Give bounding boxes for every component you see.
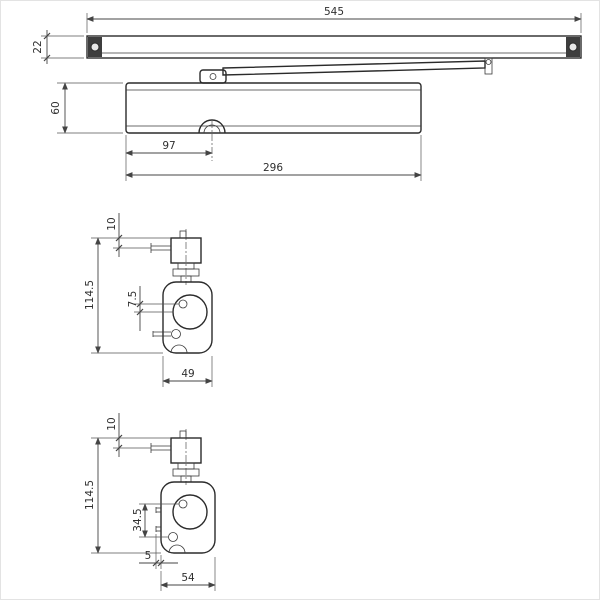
dim-body-length: 296 xyxy=(125,135,422,181)
pinion-boss xyxy=(198,119,226,134)
fixing-screw-circle xyxy=(171,329,181,339)
body-length-label: 296 xyxy=(263,162,283,174)
slide-rail xyxy=(86,35,582,59)
dim-mid-total-height: 114.5 xyxy=(84,237,163,354)
dim-mid-axis-offset: 7.5 xyxy=(127,286,179,331)
dim-bottom-body-width: 54 xyxy=(160,557,216,591)
arm-pivot-joint xyxy=(209,73,217,80)
bottom-view: 10 114.5 34.5 5 54 xyxy=(84,413,216,591)
mid-top-offset-label: 10 xyxy=(106,217,118,230)
bottom-total-height-label: 114.5 xyxy=(84,480,96,510)
arm-pivot-block xyxy=(199,69,227,84)
dim-mid-top-offset: 10 xyxy=(91,213,171,257)
dim-body-height: 60 xyxy=(50,82,123,134)
dim-rail-height: 22 xyxy=(32,30,84,64)
dim-bottom-top-offset: 10 xyxy=(91,413,171,457)
dim-bottom-axis-offset: 34.5 xyxy=(132,503,179,538)
closer-arm xyxy=(199,57,493,84)
valve-screw-circle xyxy=(178,299,188,309)
arm-slider-joint xyxy=(485,59,492,65)
bottom-axis-offset-label: 34.5 xyxy=(132,508,144,531)
spindle-circle xyxy=(172,494,208,530)
rail-screw-right xyxy=(568,42,578,52)
dim-bottom-total-height: 114.5 xyxy=(84,437,161,554)
bracket-stub xyxy=(179,430,187,439)
pinion-offset-label: 97 xyxy=(162,140,175,152)
rail-bracket-bottom xyxy=(150,429,202,485)
top-view: 545 22 60 97 296 xyxy=(32,6,582,181)
rail-length-label: 545 xyxy=(324,6,344,18)
bottom-boss xyxy=(170,344,188,354)
rail-height-label: 22 xyxy=(32,40,44,53)
closer-body-mid-view xyxy=(152,281,213,354)
mid-total-height-label: 114.5 xyxy=(84,280,96,310)
bottom-boss xyxy=(168,544,186,554)
middle-view: 10 114.5 7.5 49 xyxy=(84,213,213,387)
mid-axis-offset-label: 7.5 xyxy=(127,291,139,308)
dim-pinion-offset: 97 xyxy=(125,135,213,181)
bottom-pin-protrusion-label: 5 xyxy=(145,550,152,562)
dim-rail-length: 545 xyxy=(86,6,582,33)
body-height-label: 60 xyxy=(50,101,62,114)
valve-screw-circle xyxy=(178,499,188,509)
dim-bottom-pin-protrusion: 5 xyxy=(139,534,178,569)
dim-mid-body-width: 49 xyxy=(162,356,213,387)
closer-body-bottom-view xyxy=(155,481,216,554)
spindle-circle xyxy=(172,294,208,330)
closer-body-top-view xyxy=(125,82,422,161)
bottom-top-offset-label: 10 xyxy=(106,417,118,430)
mid-body-width-label: 49 xyxy=(181,368,194,380)
arm-bar xyxy=(222,60,486,76)
rail-bracket-mid xyxy=(150,229,202,285)
fixing-screw-circle xyxy=(168,532,178,542)
rail-screw-left xyxy=(90,42,100,52)
arm-slider-link xyxy=(484,57,493,75)
bracket-stub xyxy=(179,230,187,239)
bottom-body-width-label: 54 xyxy=(181,572,195,584)
